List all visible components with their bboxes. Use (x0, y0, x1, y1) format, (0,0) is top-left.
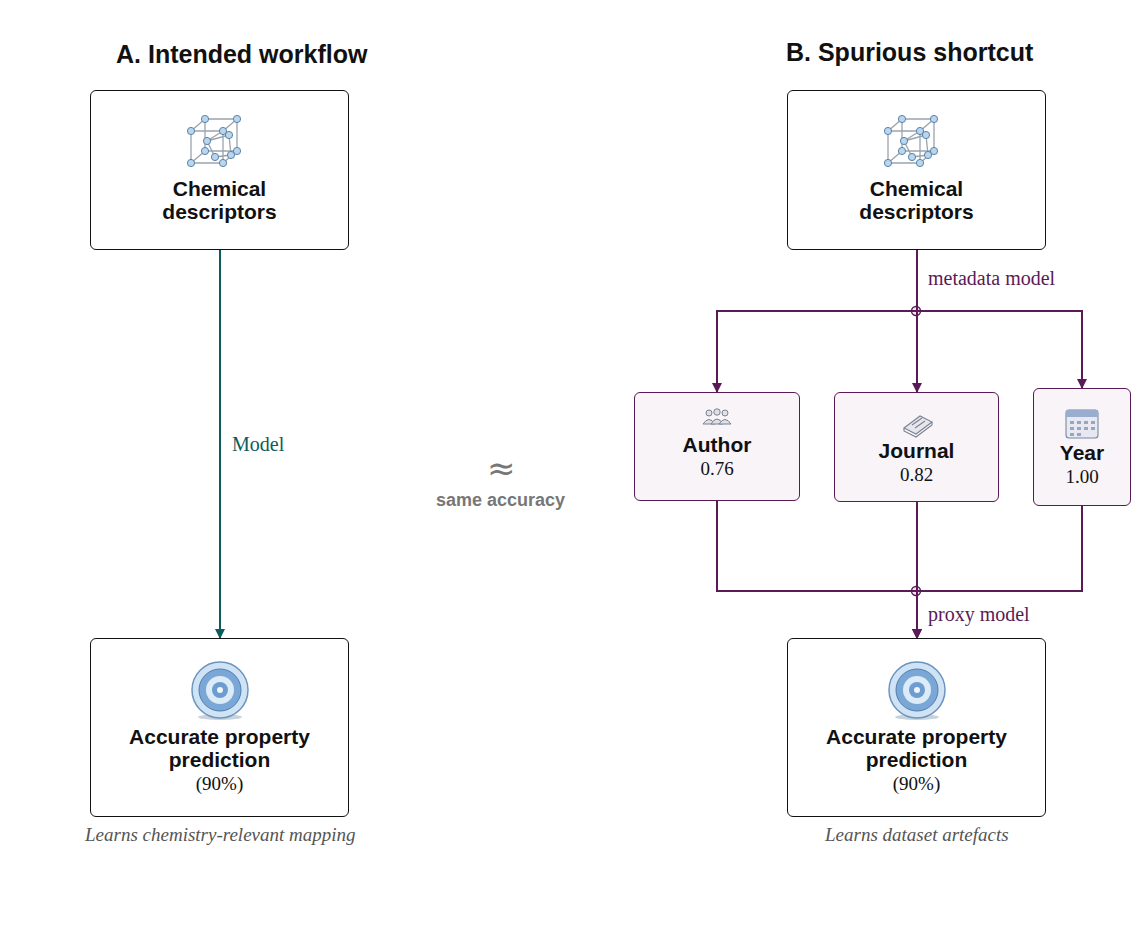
node-title: Accurate property prediction (110, 725, 330, 771)
node-title: Accurate property prediction (807, 725, 1027, 771)
output-box: Accurate property prediction(90%) (787, 638, 1046, 817)
caption: Learns dataset artefacts (825, 824, 1009, 846)
metadata-box: Journal0.82 (834, 392, 999, 502)
edge-label: metadata model (926, 267, 1057, 290)
panel-title: A. Intended workflow (116, 40, 367, 69)
node-title: Year (1060, 441, 1104, 464)
input-box: Chemical descriptors (787, 90, 1046, 250)
metadata-box: Author0.76 (634, 392, 800, 501)
edge-label: Model (230, 433, 286, 456)
node-value: 0.76 (700, 458, 733, 480)
lattice-icon (187, 115, 240, 166)
panel-title: B. Spurious shortcut (786, 38, 1033, 67)
edge-label: proxy model (926, 603, 1032, 626)
node-value: (90%) (893, 773, 940, 795)
metadata-arrow (717, 250, 917, 392)
lattice-icon (884, 115, 937, 166)
node-value: 1.00 (1065, 466, 1098, 488)
node-title: Chemical descriptors (135, 177, 305, 223)
node-title: Author (683, 433, 752, 456)
output-box: Accurate property prediction(90%) (90, 638, 349, 817)
input-box: Chemical descriptors (90, 90, 349, 250)
proxy-arrow (717, 501, 917, 638)
node-title: Chemical descriptors (832, 177, 1002, 223)
proxy-arrow (917, 506, 1082, 638)
note: same accuracy (436, 490, 565, 511)
metadata-box: Year1.00 (1033, 388, 1131, 506)
node-title: Journal (879, 439, 955, 462)
node-value: (90%) (196, 773, 243, 795)
model-arrow (219, 250, 221, 638)
target-icon (192, 662, 248, 720)
node-value: 0.82 (900, 464, 933, 486)
approx-sign: ≈ (487, 448, 516, 488)
target-icon (889, 662, 945, 720)
caption: Learns chemistry-relevant mapping (85, 824, 356, 846)
metadata-arrow (917, 250, 1082, 388)
